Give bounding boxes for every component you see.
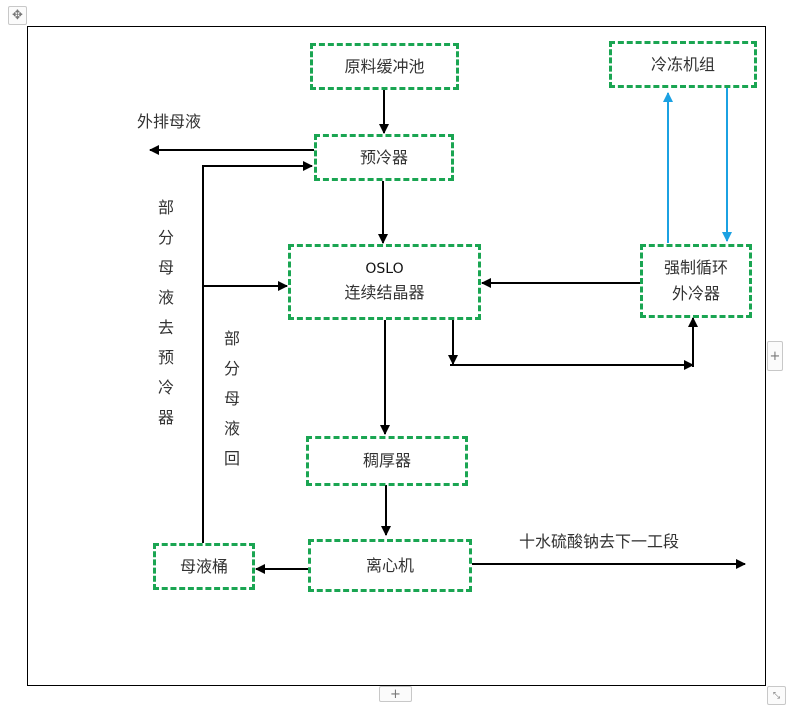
node-thickener[interactable]: 稠厚器 [306,436,468,486]
resize-handle-icon[interactable]: ⤡ [767,686,786,705]
add-row-button[interactable]: + [379,686,412,702]
node-precooler[interactable]: 预冷器 [314,134,454,181]
label-discharge: 外排母液 [137,112,202,131]
node-label: 母液桶 [179,556,228,576]
label-to-precooler: 部分母液去预冷器 [157,198,174,427]
node-centrifuge[interactable]: 离心机 [308,539,472,592]
node-label: 稠厚器 [362,451,411,471]
add-column-button[interactable]: + [767,341,783,371]
label-product: 十水硫酸钠去下一工段 [519,532,680,551]
node-label: 原料缓冲池 [344,56,425,76]
node-label: 预冷器 [359,147,408,167]
node-label: 离心机 [365,555,414,575]
arrow-tank-to-precooler [202,161,313,543]
node-forced-cooler[interactable]: 强制循环 外冷器 [640,244,752,318]
move-handle-icon[interactable]: ✥ [8,6,27,25]
node-chiller-unit[interactable]: 冷冻机组 [609,41,757,88]
node-oslo-crystallizer[interactable]: OSLO 连续结晶器 [288,244,481,320]
node-label-line2: 连续结晶器 [344,283,425,303]
node-raw-buffer[interactable]: 原料缓冲池 [310,43,459,90]
node-label-line1: OSLO [365,261,404,277]
node-label: 冷冻机组 [650,54,715,74]
node-mother-tank[interactable]: 母液桶 [153,543,255,590]
node-label-line1: 强制循环 [663,258,728,278]
label-return: 部分母液回 [223,329,240,468]
node-label-line2: 外冷器 [671,284,720,303]
diagram-canvas [27,26,766,686]
